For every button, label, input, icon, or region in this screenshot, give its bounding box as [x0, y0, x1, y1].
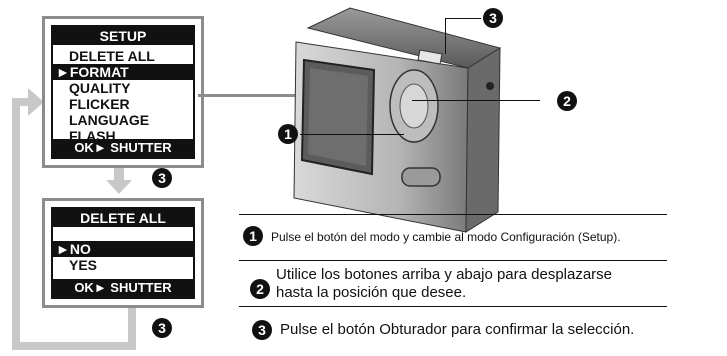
- step-badge-one: 1: [243, 226, 263, 246]
- step-one-text: Pulse el botón del modo y cambie al modo…: [271, 230, 621, 244]
- loop-arrow-left: [12, 102, 20, 350]
- camera-illustration: [293, 7, 502, 233]
- step-badge-three: 3: [252, 320, 272, 340]
- loop-arrow-right-stub: [128, 306, 136, 350]
- down-arrow-shaft: [114, 167, 124, 181]
- delete-all-menu-screen: DELETE ALL ►NO YES OK► SHUTTER: [42, 198, 204, 308]
- badge-three-middle: 3: [152, 168, 172, 188]
- step-two-text-line2: hasta la posición que desee.: [276, 284, 467, 301]
- loop-arrow-bottom: [12, 342, 136, 350]
- screen-connector-line: [198, 94, 298, 97]
- step-three-text: Pulse el botón Obturador para confirmar …: [280, 321, 635, 338]
- menu-item-format[interactable]: ►FORMAT: [53, 64, 193, 80]
- steps-rule-1: [239, 260, 667, 261]
- menu-item-format-label: FORMAT: [69, 64, 129, 80]
- down-arrow-head-icon: [106, 180, 132, 194]
- step-badge-two: 2: [250, 279, 270, 299]
- menu-item-language[interactable]: LANGUAGE: [69, 112, 150, 128]
- delete-menu-footer: OK► SHUTTER: [53, 279, 193, 297]
- selection-marker-icon: ►: [56, 241, 70, 257]
- callout-line-one: [300, 134, 404, 135]
- setup-menu-screen: SETUP DELETE ALL ►FORMAT QUALITY FLICKER…: [42, 16, 204, 168]
- loop-arrow-top: [12, 98, 32, 106]
- selection-marker-icon: ►: [56, 64, 70, 80]
- delete-menu-title: DELETE ALL: [53, 209, 193, 227]
- menu-item-yes[interactable]: YES: [69, 257, 98, 273]
- menu-item-no[interactable]: ►NO: [53, 241, 193, 257]
- loop-arrow-head-icon: [28, 88, 44, 116]
- badge-three-bottom: 3: [152, 318, 172, 338]
- step-two-text-line1: Utilice los botones arriba y abajo para …: [276, 266, 613, 283]
- menu-item-no-label: NO: [69, 241, 91, 257]
- setup-menu-footer: OK► SHUTTER: [53, 139, 193, 157]
- steps-top-rule: [239, 214, 667, 215]
- callout-line-three-h: [445, 18, 481, 19]
- menu-item-delete-all[interactable]: DELETE ALL: [69, 48, 155, 64]
- callout-line-two: [412, 100, 540, 101]
- camera-badge-one: 1: [278, 124, 298, 144]
- menu-item-quality[interactable]: QUALITY: [69, 80, 131, 96]
- camera-badge-two: 2: [557, 91, 577, 111]
- callout-line-three: [445, 18, 446, 54]
- setup-menu-title: SETUP: [53, 27, 193, 45]
- steps-rule-2: [239, 306, 667, 307]
- menu-item-flicker[interactable]: FLICKER: [69, 96, 130, 112]
- camera-badge-three: 3: [483, 8, 503, 28]
